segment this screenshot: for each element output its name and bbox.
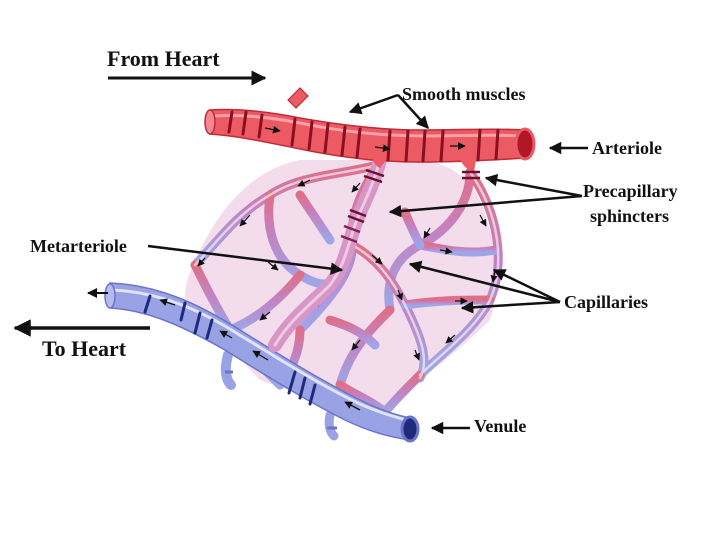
label-to-heart: To Heart	[42, 336, 127, 361]
label-from-heart: From Heart	[107, 46, 220, 71]
label-metarteriole: Metarteriole	[30, 236, 127, 256]
label-venule: Venule	[474, 416, 526, 436]
label-capillaries: Capillaries	[564, 292, 648, 312]
capillary-network	[185, 160, 498, 412]
arteriole-opening	[516, 129, 534, 159]
leader-smooth-muscles-1	[350, 95, 398, 112]
venule-opening	[402, 417, 418, 441]
label-precapillary-line2: sphincters	[590, 206, 669, 226]
label-smooth-muscles: Smooth muscles	[402, 84, 526, 104]
label-precapillary-line1: Precapillary	[583, 181, 678, 201]
label-arteriole: Arteriole	[592, 138, 662, 158]
leader-capillaries-2	[494, 270, 560, 302]
leader-precapillary-1	[486, 178, 582, 196]
